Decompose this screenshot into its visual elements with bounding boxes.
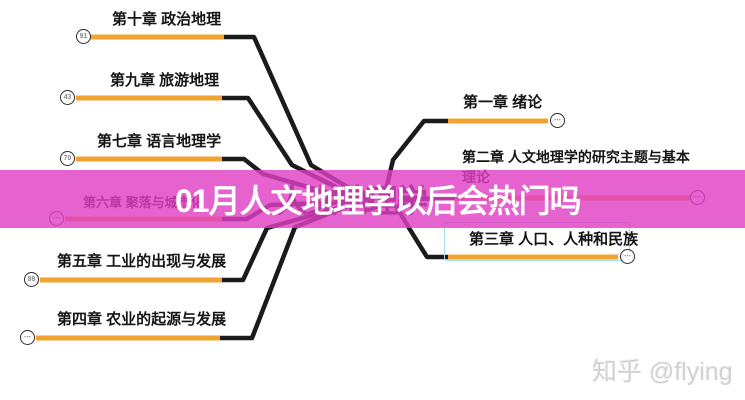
topic-chapter-10[interactable]: 第十章 政治地理 [112,11,222,28]
topic-chapter-1[interactable]: 第一章 绪论 [463,94,543,111]
banner-title: 01月人文地理学以后会热门吗 [175,183,582,219]
collapse-badge-chapter-3[interactable]: ⋯ [620,249,635,264]
zhihu-watermark: 知乎 @flying [592,358,733,386]
collapse-badge-chapter-7[interactable]: 70 [60,151,75,166]
collapse-badge-chapter-10[interactable]: 91 [76,29,91,44]
collapse-badge-chapter-9[interactable]: 43 [60,90,75,105]
collapse-badge-chapter-4[interactable]: ⋯ [20,330,35,345]
collapse-badge-chapter-5[interactable]: 88 [24,272,39,287]
topic-chapter-4[interactable]: 第四章 农业的起源与发展 [57,311,227,328]
topic-chapter-5[interactable]: 第五章 工业的出现与发展 [57,253,227,270]
title-banner: 01月人文地理学以后会热门吗 [0,170,745,228]
topic-chapter-9[interactable]: 第九章 旅游地理 [110,72,220,89]
topic-chapter-7[interactable]: 第七章 语言地理学 [97,133,222,150]
topic-chapter-3: 第三章 人口、人种和民族 [469,231,639,248]
collapse-badge-chapter-1[interactable]: ⋯ [550,113,565,128]
